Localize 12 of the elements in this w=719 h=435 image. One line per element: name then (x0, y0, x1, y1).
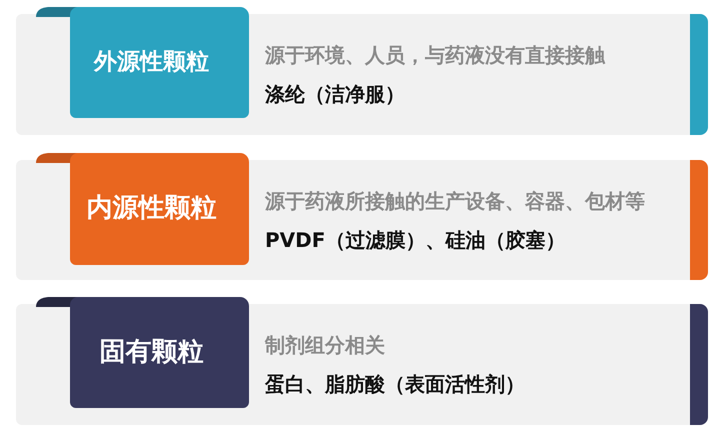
example-text: 蛋白、脂肪酸（表面活性剂） (265, 371, 526, 398)
description-text: 制剂组分相关 (265, 332, 386, 359)
category-tab (70, 297, 249, 408)
example-text: 涤纶（洁净服） (265, 81, 406, 108)
category-tab (70, 153, 249, 265)
category-tab (70, 7, 249, 118)
description-text: 源于药液所接触的生产设备、容器、包材等 (265, 188, 646, 215)
category-title: 内源性颗粒 (86, 193, 216, 225)
category-title: 外源性颗粒 (94, 48, 209, 76)
category-title: 固有颗粒 (100, 336, 204, 368)
example-text: PVDF（过滤膜）、硅油（胶塞） (265, 227, 566, 254)
description-text: 源于环境、人员，与药液没有直接接触 (265, 42, 606, 69)
